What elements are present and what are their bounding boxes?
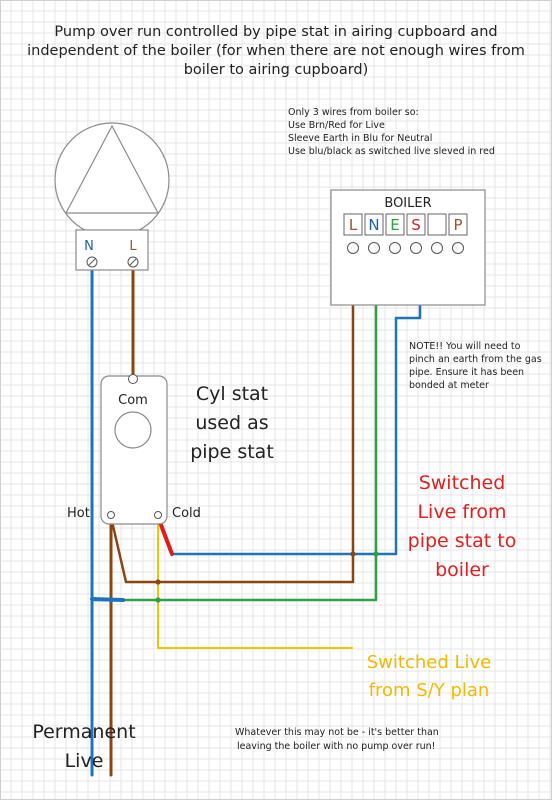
switched-live-boiler-line-2: Live from bbox=[417, 501, 506, 523]
boiler-terminal-screw bbox=[410, 242, 422, 254]
pump-terminal-n: N bbox=[84, 239, 94, 254]
boiler-terminal-box bbox=[448, 213, 468, 236]
boiler-terminal-label: S bbox=[411, 216, 421, 234]
permanent-live-line-2: Live bbox=[65, 750, 104, 772]
boiler-terminal-box bbox=[406, 213, 426, 236]
live-to-boiler-wire bbox=[109, 248, 355, 584]
stat-screw-cold bbox=[154, 511, 162, 519]
junction-dot bbox=[155, 579, 161, 585]
switched-live-boiler-line-1: Switched bbox=[419, 472, 506, 494]
switched-live-sy-line-1: Switched Live bbox=[367, 652, 492, 673]
junction-dot bbox=[350, 551, 356, 557]
note-line-1: Only 3 wires from boiler so: bbox=[288, 107, 419, 118]
pump-terminal-l: L bbox=[129, 239, 137, 254]
switched-live-yellow-wire bbox=[157, 516, 353, 649]
cyl-stat-label-line-2: used as bbox=[195, 412, 268, 434]
boiler-terminal-box bbox=[364, 213, 384, 236]
junction-dot bbox=[373, 551, 379, 557]
earth-note-line-3: pipe. Ensure it has been bbox=[409, 367, 524, 378]
junction-dot bbox=[155, 597, 161, 603]
boiler-title: BOILER bbox=[384, 196, 431, 211]
boiler-terminal-label: N bbox=[368, 216, 379, 234]
cyl-stat-label-line-1: Cyl stat bbox=[196, 383, 268, 405]
boiler-terminal-screw bbox=[389, 242, 401, 254]
boiler-terminal-label: P bbox=[453, 216, 462, 234]
junction-dot bbox=[108, 597, 114, 603]
stat-dial-icon bbox=[114, 411, 152, 449]
title-line-3: boiler to airing cupboard) bbox=[184, 62, 369, 78]
switched-live-boiler-line-4: boiler bbox=[435, 559, 489, 581]
stat-screw-hot bbox=[107, 511, 115, 519]
boiler-terminal-screw bbox=[452, 242, 464, 254]
stat-screw-com bbox=[128, 374, 138, 384]
neutral-jumper bbox=[90, 597, 125, 602]
note-line-4: Use blu/black as switched live sleved in… bbox=[288, 146, 495, 157]
stat-com-label: Com bbox=[118, 393, 148, 408]
stat-hot-label: Hot bbox=[67, 506, 90, 521]
boiler-terminal-box bbox=[343, 213, 363, 236]
boiler-terminal-screw bbox=[347, 242, 359, 254]
pump: N L bbox=[54, 122, 170, 271]
boiler-terminal-label: E bbox=[390, 216, 399, 234]
boiler-terminal-box bbox=[385, 213, 405, 236]
title-line-1: Pump over run controlled by pipe stat in… bbox=[54, 24, 497, 40]
screw-slot bbox=[129, 258, 137, 266]
cylinder-stat: Com bbox=[100, 374, 168, 525]
earth-note-line-2: pinch an earth from the gas bbox=[409, 354, 542, 365]
note-line-2: Use Brn/Red for Live bbox=[288, 120, 385, 131]
permanent-live-line-1: Permanent bbox=[32, 721, 135, 743]
boiler-terminal-screw bbox=[431, 242, 443, 254]
cyl-stat-label-line-3: pipe stat bbox=[190, 441, 274, 463]
switched-live-sy-line-2: from S/Y plan bbox=[369, 680, 490, 701]
boiler-terminal-screw bbox=[368, 242, 380, 254]
footer-line-1: Whatever this may not be - it's better t… bbox=[235, 727, 439, 738]
footer-line-2: leaving the boiler with no pump over run… bbox=[237, 741, 435, 752]
boiler-terminal-label: L bbox=[349, 216, 358, 234]
switched-live-blue-wire bbox=[170, 294, 422, 556]
earth-note-line-1: NOTE!! You will need to bbox=[409, 341, 521, 352]
pump-symbol-icon bbox=[65, 124, 159, 214]
earth-note-line-4: bonded at meter bbox=[409, 380, 489, 391]
switched-live-boiler-line-3: pipe stat to bbox=[408, 530, 517, 552]
stat-cold-label: Cold bbox=[172, 506, 201, 521]
boiler-terminal-box bbox=[427, 213, 447, 236]
screw-slot bbox=[88, 258, 96, 266]
title-line-2: independent of the boiler (for when ther… bbox=[27, 43, 525, 59]
earth-wire bbox=[90, 248, 378, 602]
note-line-3: Sleeve Earth in Blu for Neutral bbox=[288, 133, 432, 144]
